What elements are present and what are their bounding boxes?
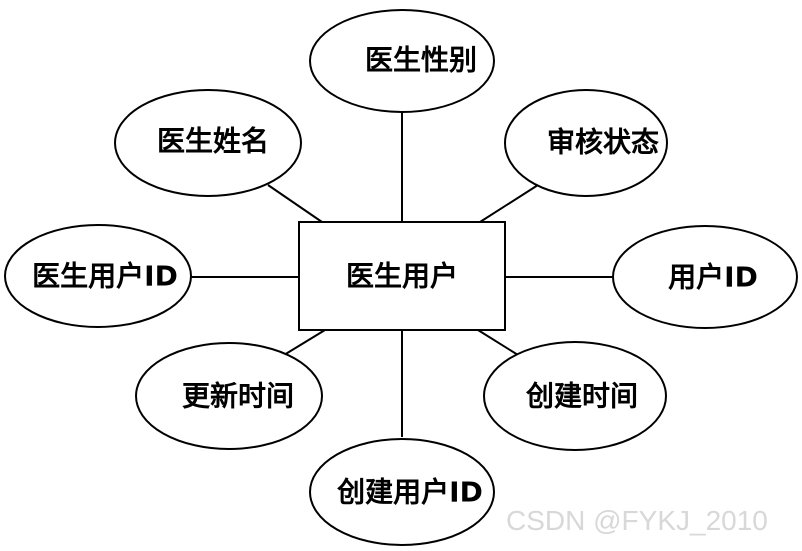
attribute-ellipse [309, 438, 495, 546]
attribute-label-user-id: 用户ID [668, 261, 758, 294]
attribute-user-id: 用户ID [612, 225, 798, 329]
connector-review-status [479, 184, 539, 223]
attribute-label-create-time: 创建时间 [525, 380, 638, 413]
attribute-label-doctor-name: 医生姓名 [157, 125, 269, 158]
attribute-ellipse [612, 225, 798, 329]
attribute-ellipse [504, 89, 668, 197]
attribute-label-review-status: 审核状态 [547, 126, 659, 159]
attribute-creator-user-id: 创建用户ID [309, 438, 495, 546]
attribute-ellipse [114, 89, 302, 197]
attribute-label-update-time: 更新时间 [182, 380, 294, 413]
attribute-create-time: 创建时间 [483, 341, 667, 451]
attribute-label-doctor-user-id: 医生用户ID [32, 260, 178, 293]
entity-label: 医生用户 [346, 260, 458, 293]
attribute-ellipse [483, 341, 667, 451]
attribute-doctor-name: 医生姓名 [114, 89, 302, 197]
attribute-label-creator-user-id: 创建用户ID [336, 476, 483, 509]
entity-doctor-user: 医生用户 [298, 221, 506, 331]
attribute-ellipse [309, 9, 495, 113]
connector-update-time [283, 329, 326, 356]
connector-create-time [477, 329, 519, 356]
connector-lines [191, 112, 613, 437]
watermark: CSDN @FYKJ_2010 [506, 505, 768, 536]
attribute-doctor-user-id: 医生用户ID [4, 224, 192, 328]
entity-box [298, 221, 506, 331]
attribute-ellipse [4, 224, 192, 328]
connector-doctor-name [267, 184, 323, 223]
attribute-review-status: 审核状态 [504, 89, 668, 197]
attribute-update-time: 更新时间 [135, 342, 323, 450]
attribute-label-doctor-gender: 医生性别 [365, 44, 477, 77]
attribute-doctor-gender: 医生性别 [309, 9, 495, 113]
attribute-ellipse [135, 342, 323, 450]
